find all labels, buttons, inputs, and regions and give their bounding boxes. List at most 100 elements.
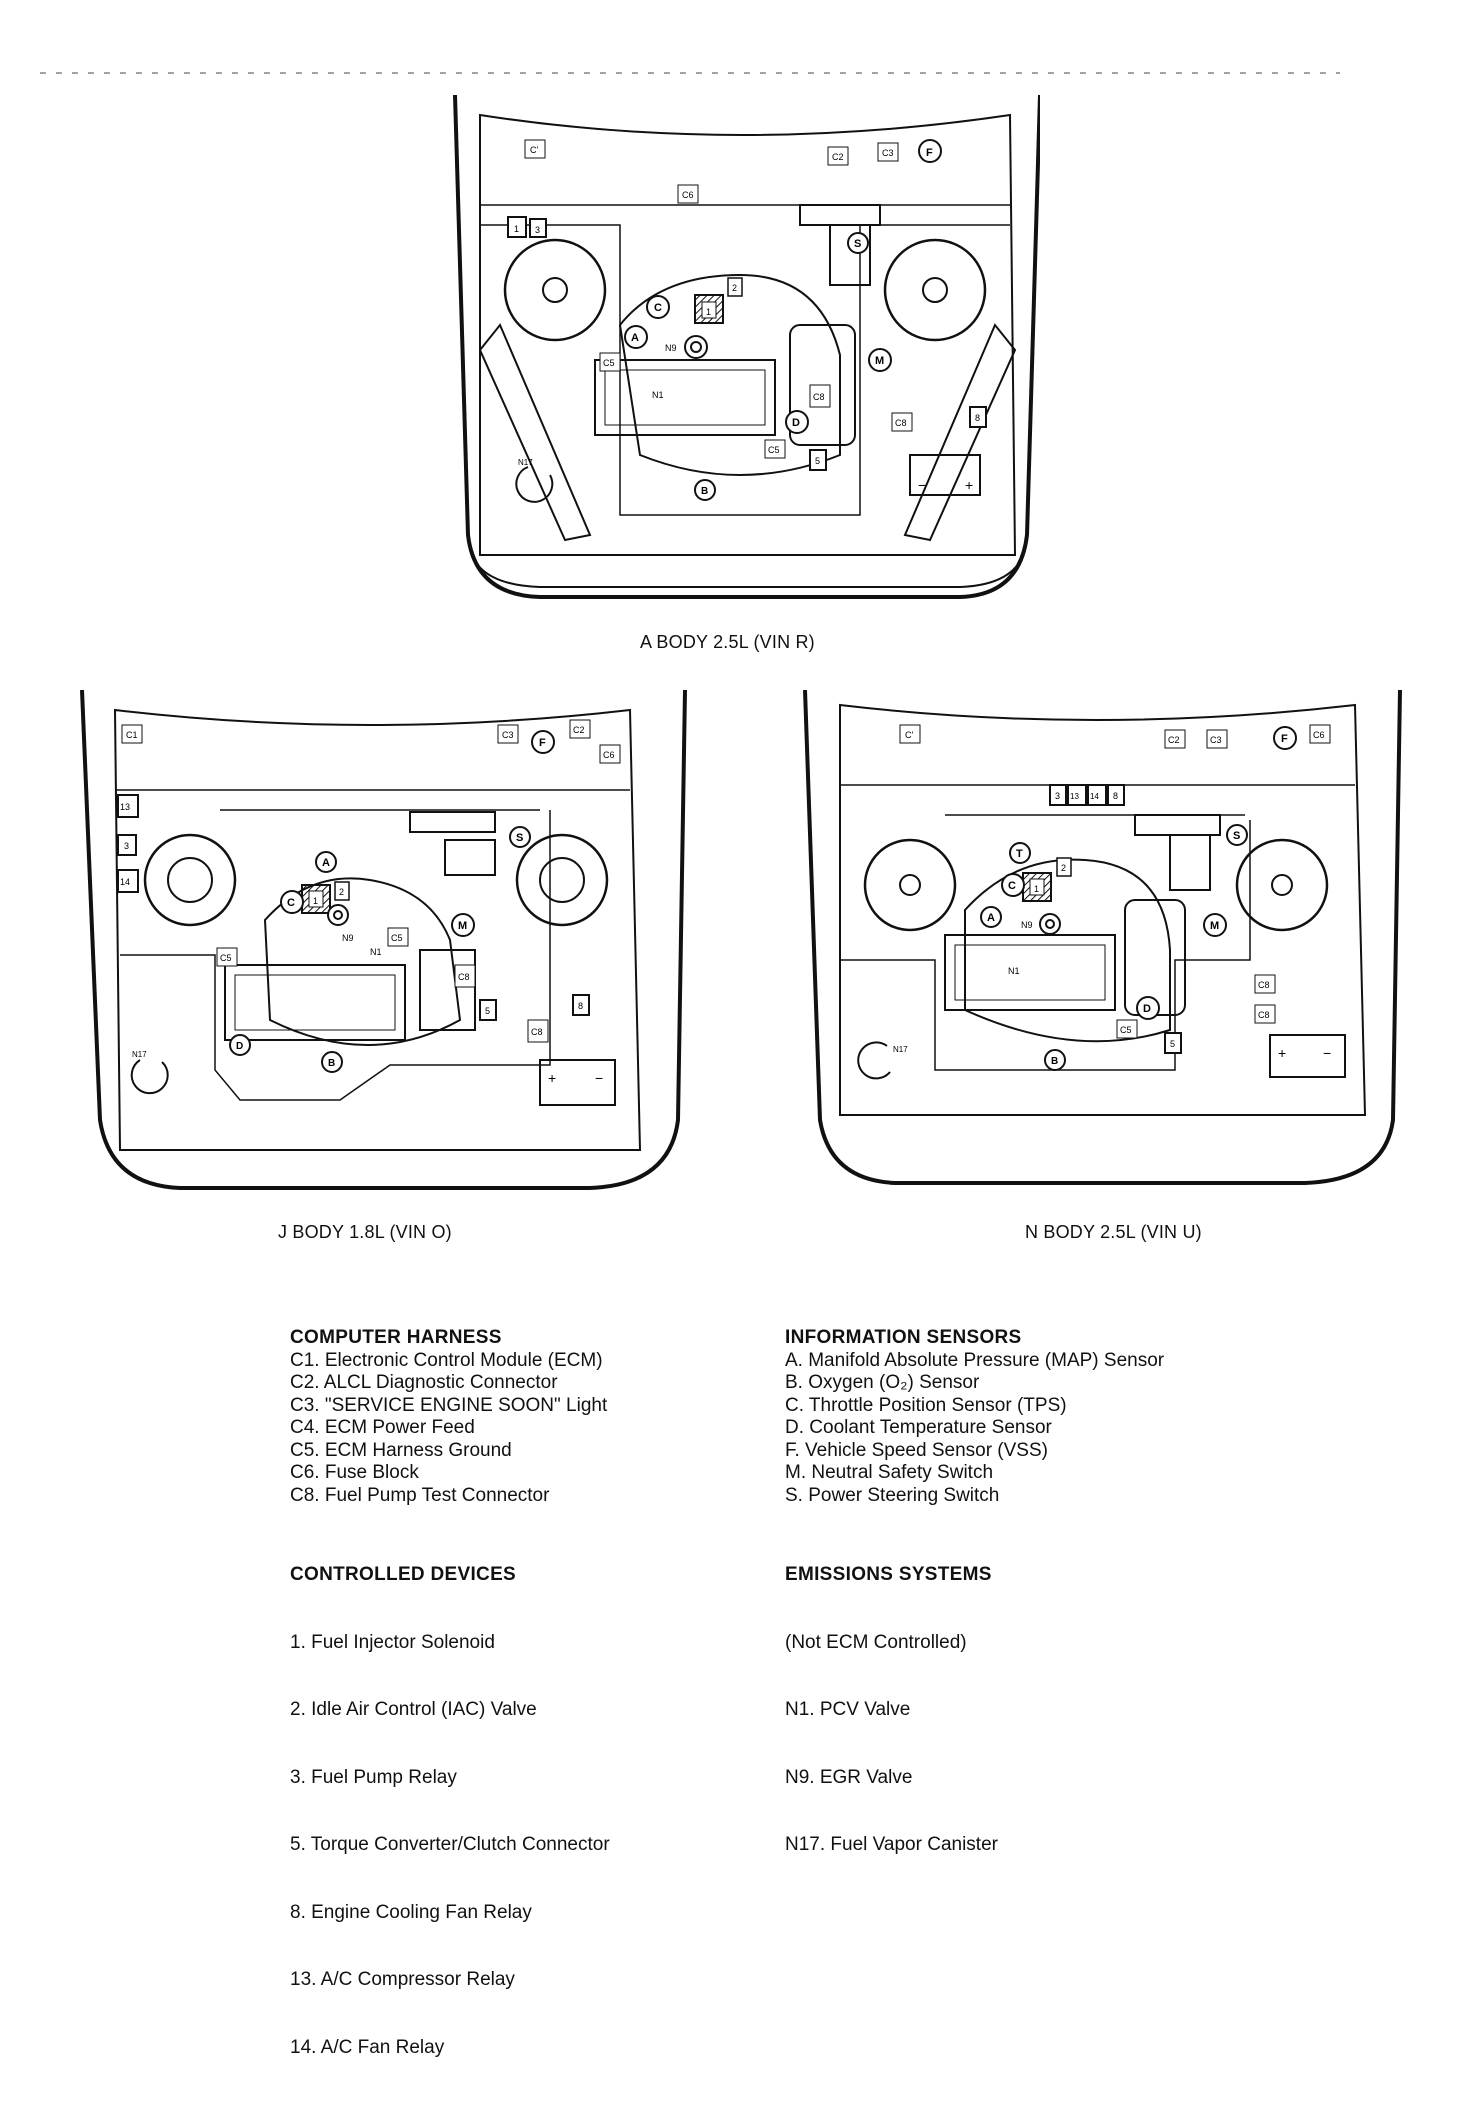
a-iac-2: 2 (732, 283, 737, 293)
j-c5b-label: C5 (391, 933, 403, 943)
legend-item: C3. "SERVICE ENGINE SOON" Light (290, 1394, 608, 1416)
legend-item: C6. Fuse Block (290, 1462, 419, 1483)
legend-item: 3. Fuel Pump Relay (290, 1766, 457, 1788)
n-body-caption: N BODY 2.5L (VIN U) (1025, 1222, 1202, 1242)
j-iac-2: 2 (339, 887, 344, 897)
a-n1-label: N1 (652, 390, 664, 400)
n-iac-2: 2 (1061, 863, 1066, 873)
emissions-systems-title: EMISSIONS SYSTEMS (785, 1564, 992, 1585)
n-sensor-c: C (1008, 880, 1016, 892)
legend-item: C8. Fuel Pump Test Connector (290, 1484, 550, 1506)
n-sensor-t: T (1016, 848, 1023, 860)
legend-item: N1. PCV Valve (785, 1699, 911, 1720)
a-c6-label: C6 (682, 190, 694, 200)
n-c2-label: C2 (1168, 735, 1180, 745)
a-c1-label: C' (530, 145, 538, 155)
a-c5b-label: C5 (768, 445, 780, 455)
n-n1-label: N1 (1008, 966, 1020, 976)
information-sensors-title: INFORMATION SENSORS (785, 1327, 1022, 1348)
j-relay-5: 5 (485, 1006, 490, 1016)
n-n17-label: N17 (893, 1045, 908, 1054)
n-c4-label: C8 (1258, 1010, 1270, 1020)
a-sensor-a: A (631, 332, 639, 344)
a-sensor-c: C (654, 302, 662, 314)
legend-item: A. Manifold Absolute Pressure (MAP) Sens… (785, 1349, 1165, 1371)
a-injector-1: 1 (706, 307, 711, 317)
n-sensor-d: D (1143, 1003, 1151, 1015)
j-n1-label: N1 (370, 947, 382, 957)
j-body-diagram: + − C1 C3 C2 C6 13 3 14 1 2 C5 C5 C8 C8 … (80, 690, 687, 1190)
a-sensor-b: B (701, 486, 708, 497)
a-body-caption: A BODY 2.5L (VIN R) (640, 632, 815, 652)
legend-item: D. Coolant Temperature Sensor (785, 1417, 1052, 1438)
j-sensor-c: C (287, 897, 295, 909)
legend-item: C5. ECM Harness Ground (290, 1439, 512, 1461)
legend-item: (Not ECM Controlled) (785, 1631, 967, 1653)
j-n9-label: N9 (342, 933, 354, 943)
legend-item: N17. Fuel Vapor Canister (785, 1834, 998, 1855)
j-c5-label: C5 (220, 953, 232, 963)
legend-item: S. Power Steering Switch (785, 1484, 1000, 1506)
j-n17-label: N17 (132, 1050, 147, 1059)
j-sensor-m: M (458, 920, 467, 932)
a-relay-8: 8 (975, 413, 980, 423)
j-c1-label: C1 (126, 730, 138, 740)
j-relay-13: 13 (120, 802, 130, 812)
a-relay-3: 3 (535, 225, 540, 235)
legend-right: INFORMATION SENSORS A. Manifold Absolute… (785, 1327, 1305, 1914)
legend-item: N9. EGR Valve (785, 1766, 913, 1788)
a-body-diagram: − + C' C2 C3 C6 1 3 1 2 C5 C5 C8 C8 5 8 … (453, 95, 1040, 599)
j-c3-label: C3 (502, 730, 514, 740)
controlled-devices-group: CONTROLLED DEVICES 1. Fuel Injector Sole… (290, 1519, 770, 2104)
n-relay-13: 13 (1070, 792, 1079, 801)
legend-item: 13. A/C Compressor Relay (290, 1969, 515, 1990)
n-c6-label: C6 (1313, 730, 1325, 740)
n-sensor-b: B (1051, 1056, 1058, 1067)
computer-harness-group: COMPUTER HARNESS C1. Electronic Control … (290, 1327, 770, 1507)
n-sensor-f: F (1281, 733, 1288, 745)
a-sensor-d: D (792, 417, 800, 429)
j-sensor-b: B (328, 1058, 335, 1069)
legend-item: F. Vehicle Speed Sensor (VSS) (785, 1439, 1048, 1461)
a-c4-label: C8 (895, 418, 907, 428)
n-c5-label: C5 (1120, 1025, 1132, 1035)
j-c2-label: C2 (573, 725, 585, 735)
emissions-systems-group: EMISSIONS SYSTEMS (Not ECM Controlled) N… (785, 1519, 1305, 1902)
a-sensor-f: F (926, 147, 933, 159)
n-sensor-s: S (1233, 830, 1240, 842)
j-relay-14: 14 (120, 877, 130, 887)
computer-harness-title: COMPUTER HARNESS (290, 1327, 502, 1348)
j-relay-3: 3 (124, 841, 129, 851)
legend-item: 8. Engine Cooling Fan Relay (290, 1901, 532, 1923)
legend-item: 2. Idle Air Control (IAC) Valve (290, 1699, 537, 1720)
n-battery-plus: + (1278, 1045, 1286, 1061)
j-c8-label: C8 (458, 972, 470, 982)
n-relay-14: 14 (1090, 792, 1099, 801)
legend-item: C1. Electronic Control Module (ECM) (290, 1349, 603, 1371)
a-relay-1: 1 (514, 224, 519, 234)
j-sensor-f: F (539, 737, 546, 749)
j-battery-plus: + (548, 1070, 556, 1086)
a-c2-label: C2 (832, 152, 844, 162)
a-battery-plus: + (965, 477, 973, 493)
n-n9-label: N9 (1021, 920, 1033, 930)
a-sensor-m: M (875, 355, 884, 367)
a-sensor-s: S (854, 238, 861, 250)
legend-item: 14. A/C Fan Relay (290, 2036, 445, 2058)
n-relay-8: 8 (1113, 791, 1118, 801)
legend-item: C. Throttle Position Sensor (TPS) (785, 1394, 1067, 1416)
j-relay-8: 8 (578, 1001, 583, 1011)
n-c8-label: C8 (1258, 980, 1270, 990)
j-battery-minus: − (595, 1070, 603, 1086)
n-battery-minus: − (1323, 1045, 1331, 1061)
legend-item: C2. ALCL Diagnostic Connector (290, 1372, 558, 1393)
legend-item: 1. Fuel Injector Solenoid (290, 1631, 495, 1653)
controlled-devices-title: CONTROLLED DEVICES (290, 1564, 517, 1585)
a-battery-minus: − (918, 477, 926, 493)
a-n17-label: N17 (518, 458, 533, 467)
n-relay-3: 3 (1055, 791, 1060, 801)
a-c5-label: C5 (603, 358, 615, 368)
n-c3-label: C3 (1210, 735, 1222, 745)
information-sensors-group: INFORMATION SENSORS A. Manifold Absolute… (785, 1327, 1305, 1507)
legend-item: C4. ECM Power Feed (290, 1417, 475, 1438)
